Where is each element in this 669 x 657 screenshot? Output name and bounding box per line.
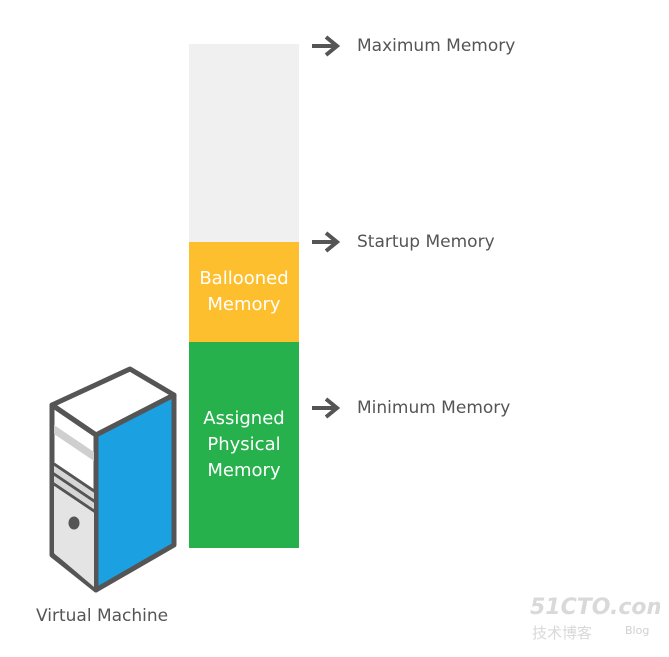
server-icon	[49, 366, 177, 593]
maximum-memory-segment	[189, 44, 299, 242]
maximum-memory-text: Maximum Memory	[357, 36, 516, 56]
site-watermark: 51CTO.com 技术博客 Blog	[530, 595, 660, 642]
svg-text:Blog: Blog	[625, 624, 649, 637]
arrow-right-icon	[312, 35, 341, 57]
ballooned-memory-segment: Ballooned Memory	[189, 242, 299, 342]
arrow-right-icon	[312, 231, 341, 253]
maximum-memory-marker: Maximum Memory	[310, 31, 515, 61]
svg-text:51CTO.com: 51CTO.com	[530, 595, 660, 620]
assigned-memory-label: Assigned Physical Memory	[203, 408, 285, 481]
minimum-memory-marker: Minimum Memory	[310, 393, 510, 423]
virtual-machine-label: Virtual Machine	[36, 606, 169, 626]
startup-memory-text: Startup Memory	[357, 232, 495, 252]
svg-text:技术博客: 技术博客	[532, 624, 592, 642]
startup-memory-marker: Startup Memory	[310, 227, 495, 257]
arrow-right-icon	[312, 397, 341, 419]
assigned-memory-segment: Assigned Physical Memory	[189, 342, 299, 548]
minimum-memory-text: Minimum Memory	[357, 398, 511, 418]
ballooned-memory-label: Ballooned Memory	[199, 268, 289, 315]
